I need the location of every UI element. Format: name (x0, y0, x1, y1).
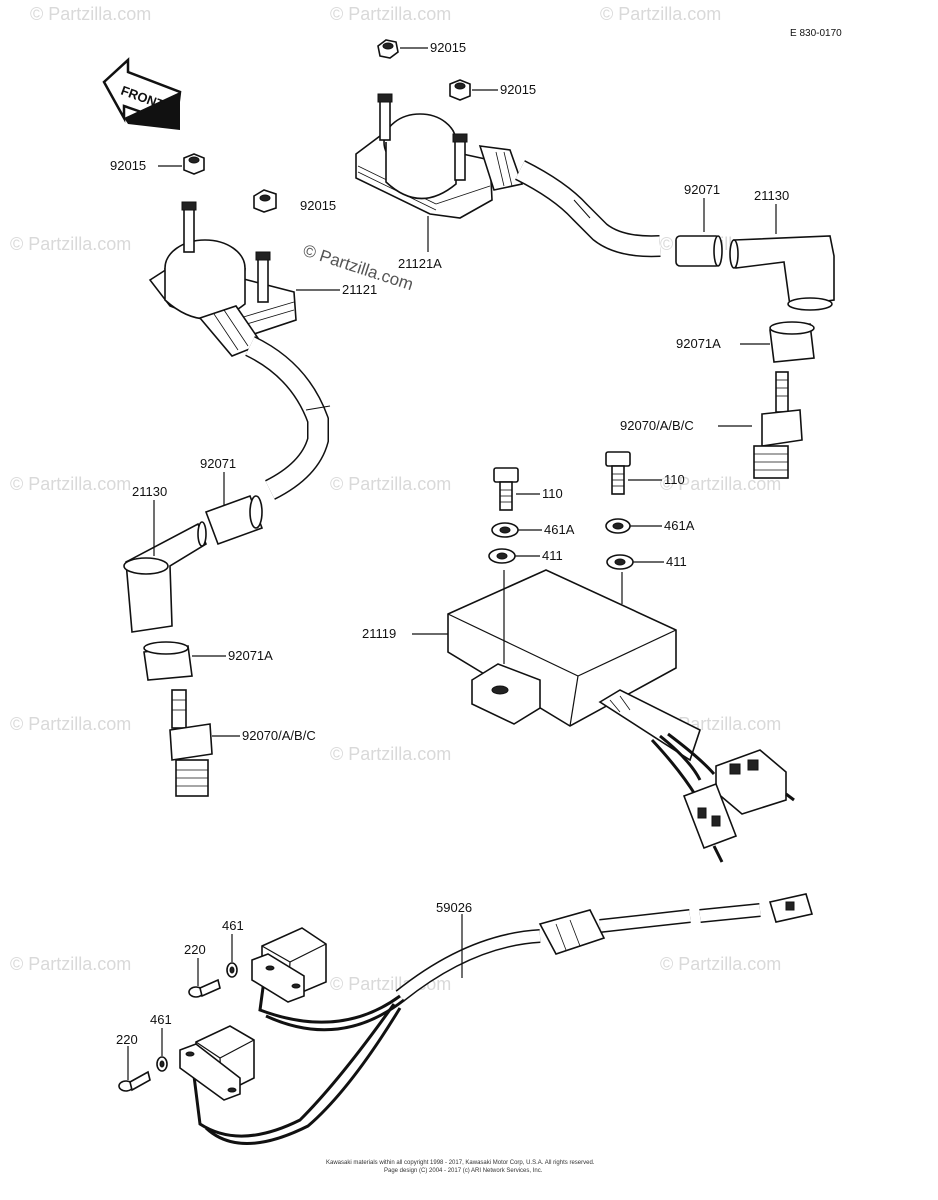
seal-ring-left (143, 641, 193, 681)
label-coil-right: 21121A (398, 256, 442, 271)
seal-ring-right (769, 321, 815, 363)
label-igniter: 21119 (362, 626, 396, 641)
nut-icon (253, 189, 277, 213)
washer-icon (606, 554, 634, 570)
screw-icon (118, 1070, 151, 1092)
washer-icon (156, 1056, 168, 1072)
spark-plug-cap-seal-left (204, 494, 264, 546)
nut-icon (377, 39, 399, 59)
spark-plug-cap-left (123, 521, 207, 633)
label-bolt-right: 110 (664, 472, 685, 487)
label-seal-right: 92071A (676, 336, 721, 351)
label-lockwasher-left: 461A (544, 522, 575, 537)
label-plug-left: 92070/A/B/C (242, 728, 316, 743)
spark-plug-right (753, 371, 803, 479)
nut-icon (449, 79, 471, 101)
bolt-icon (605, 451, 631, 495)
washer-icon (488, 548, 516, 564)
label-washer-upper: 461 (222, 918, 244, 933)
lock-washer-icon (491, 522, 519, 538)
label-seal-left: 92071A (228, 648, 273, 663)
label-screw-upper: 220 (184, 942, 206, 957)
connector-icon (682, 782, 738, 863)
label-nut-left-1: 92015 (110, 158, 146, 173)
label-lockwasher-right: 461A (664, 518, 695, 533)
watermark: © Partzilla.com (30, 4, 151, 24)
label-harness: 59026 (436, 900, 472, 915)
label-plug-right: 92070/A/B/C (620, 418, 694, 433)
label-bolt-left: 110 (542, 486, 563, 501)
screw-icon (188, 978, 221, 998)
label-screw-lower: 220 (116, 1032, 138, 1047)
label-washer-left: 411 (542, 548, 563, 563)
footer-page-design: Page design (C) 2004 - 2017 (c) ARI Netw… (384, 1168, 543, 1174)
spark-plug-cap-right (729, 235, 835, 311)
washer-icon (226, 962, 238, 978)
watermark: © Partzilla.com (10, 954, 131, 974)
spark-plug-left (169, 689, 213, 797)
watermark: © Partzilla.com (660, 474, 781, 494)
igniter-unit (447, 569, 701, 762)
ignition-coil-right (355, 93, 524, 219)
pickup-coil-lower (179, 1025, 255, 1101)
nut-icon (183, 153, 205, 175)
watermark: © Partzilla.com (330, 744, 451, 764)
label-washer-right: 411 (666, 554, 687, 569)
ignition-coil-left (148, 201, 297, 357)
bolt-icon (493, 467, 519, 511)
watermark: © Partzilla.com (10, 714, 131, 734)
label-cap-left-small: 92071 (200, 456, 236, 471)
connector-icon (715, 749, 795, 815)
label-cap-right: 21130 (754, 188, 789, 203)
label-washer-lower: 461 (150, 1012, 172, 1027)
front-arrow: FRONT (102, 57, 182, 130)
watermark: © Partzilla.com (330, 4, 451, 24)
label-coil-left: 21121 (342, 282, 377, 297)
label-nut-top-2: 92015 (500, 82, 536, 97)
watermark: © Partzilla.com (10, 474, 131, 494)
wiring-harness (192, 893, 814, 1145)
spark-plug-cap-seal-right (675, 235, 723, 267)
label-nut-top-1: 92015 (430, 40, 466, 55)
diagram-id: E 830-0170 (790, 28, 842, 39)
footer-copyright: Kawasaki materials within all copyright … (326, 1160, 595, 1166)
lock-washer-icon (605, 518, 631, 534)
watermark: © Partzilla.com (600, 4, 721, 24)
watermark: © Partzilla.com (660, 954, 781, 974)
label-cap-left: 21130 (132, 484, 167, 499)
pickup-coil-upper (251, 927, 327, 1003)
label-cap-right-small: 92071 (684, 182, 720, 197)
label-nut-left-2: 92015 (300, 198, 336, 213)
watermark: © Partzilla.com (10, 234, 131, 254)
watermark: © Partzilla.com (330, 474, 451, 494)
